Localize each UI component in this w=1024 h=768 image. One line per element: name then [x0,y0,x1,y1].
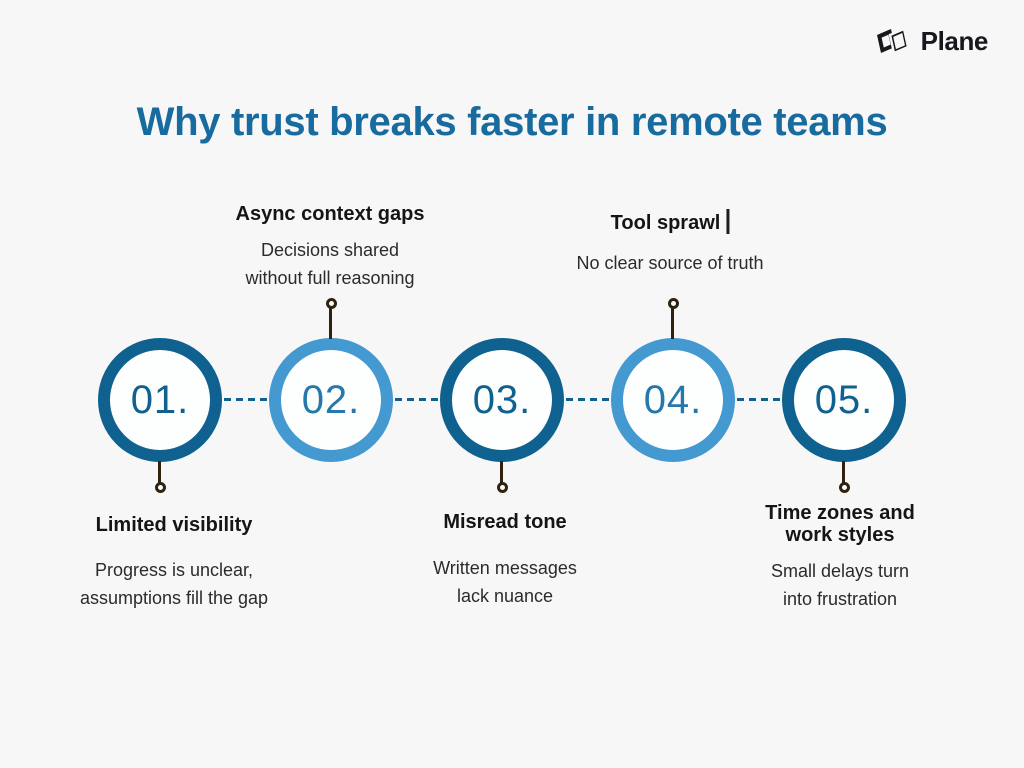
step-circle-01: 01. [98,338,222,462]
step-heading: Tool sprawl [576,209,763,236]
step-description: Decisions shared without full reasoning [236,236,425,292]
step-heading: Limited visibility [95,514,253,536]
step-number: 03. [472,377,532,422]
stem-dot [155,482,166,493]
step-label-04: Tool sprawl No clear source of truth [576,209,764,277]
step-heading: Async context gaps [235,203,425,225]
step-description: Progress is unclear, assumptions fill th… [80,556,268,612]
step-circle-04: 04. [611,338,735,462]
plane-logo-icon [876,26,910,55]
plane-logo-text: Plane [920,26,989,56]
step-heading-text: Tool sprawl [610,212,721,234]
step-description-line: Written messages [433,558,577,578]
step-number: 04. [643,377,703,422]
step-number: 05. [814,377,874,422]
step-number: 02. [301,377,361,422]
connector-line [395,398,440,401]
step-description-line: Progress is unclear, [94,560,254,580]
step-heading-line: Time zones and [765,502,915,524]
step-heading: Time zones and work styles [765,502,915,546]
connector-line [737,398,782,401]
step-description-line: Decisions shared [260,240,400,260]
connector-line [566,398,611,401]
page-title: Why trust breaks faster in remote teams [136,100,888,144]
text-cursor [726,209,730,234]
plane-logo: Plane [874,26,988,57]
connector-line [224,398,269,401]
stem-line [500,461,503,483]
step-label-03: Misread tone Written messages lack nuanc… [433,509,577,610]
stem-dot [326,298,337,309]
step-description-line: without full reasoning [245,268,415,288]
stem-line [842,461,845,483]
stem-line [671,308,674,339]
stem-line [158,461,161,483]
step-heading-line: work styles [785,524,895,546]
stem-line [329,308,332,339]
step-label-05: Time zones and work styles Small delays … [765,502,915,613]
step-circle-05: 05. [782,338,906,462]
step-description-line: into frustration [782,589,898,609]
step-description-line: Small delays turn [770,561,910,581]
stem-dot [668,298,679,309]
step-description: Written messages lack nuance [433,554,577,610]
step-description-line: No clear source of truth [576,253,764,273]
step-description-line: assumptions fill the gap [79,588,269,608]
step-number: 01. [130,377,190,422]
step-circle-03: 03. [440,338,564,462]
step-description: Small delays turn into frustration [765,557,915,613]
step-label-02: Async context gaps Decisions shared with… [236,201,425,292]
step-description: No clear source of truth [576,249,763,277]
step-label-01: Limited visibility Progress is unclear, … [80,512,268,612]
stem-dot [839,482,850,493]
step-heading: Misread tone [443,511,567,533]
step-description-line: lack nuance [456,586,554,606]
step-circle-02: 02. [269,338,393,462]
stem-dot [497,482,508,493]
